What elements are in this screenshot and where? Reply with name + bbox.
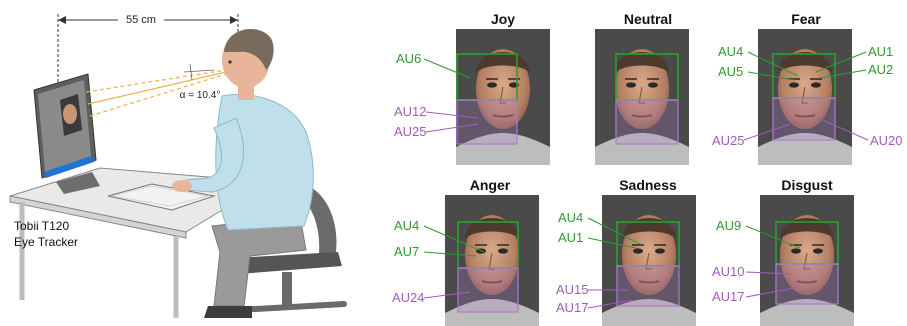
seated-person-illustration <box>172 28 314 318</box>
au-label: AU1 <box>558 230 583 245</box>
au-label: AU4 <box>718 44 743 59</box>
au-label: AU9 <box>716 218 741 233</box>
au-label: AU4 <box>558 210 583 225</box>
lower-face-box <box>775 263 839 305</box>
au-label: AU2 <box>868 62 893 77</box>
lower-face-box <box>456 99 518 145</box>
panel-title: Anger <box>470 177 511 193</box>
panel-title: Joy <box>491 11 515 27</box>
au-label: AU15 <box>556 282 589 297</box>
au-label: AU20 <box>870 133 903 148</box>
gaze-lines: α = 10.4° <box>85 63 227 117</box>
lower-face-box <box>616 265 680 307</box>
au-label: AU7 <box>394 244 419 259</box>
panel-sadness: Sadness AU4 AU1 AU15 AU17 <box>556 177 697 326</box>
panel-fear: Fear AU4 AU5 AU1 AU2 AU25 AU20 <box>712 11 903 166</box>
panel-title: Neutral <box>624 11 672 27</box>
au-label: AU25 <box>712 133 745 148</box>
au-label: AU6 <box>396 51 421 66</box>
face-photo <box>757 28 853 166</box>
tracker-label-line2: Eye Tracker <box>14 235 78 249</box>
angle-label: α = 10.4° <box>180 90 221 101</box>
panel-title: Fear <box>791 11 821 27</box>
panel-anger: Anger AU4 AU7 AU24 <box>392 177 540 326</box>
panel-disgust: Disgust AU9 AU10 AU17 <box>712 177 855 326</box>
au-label: AU4 <box>394 218 419 233</box>
distance-label: 55 cm <box>126 14 156 26</box>
tracker-label-line1: Tobii T120 <box>14 219 69 233</box>
lower-face-box <box>457 267 519 313</box>
panel-title: Sadness <box>619 177 677 193</box>
au-label: AU1 <box>868 44 893 59</box>
au-label: AU25 <box>394 124 427 139</box>
au-label: AU10 <box>712 264 745 279</box>
face-photo <box>594 28 690 166</box>
face-photo <box>759 194 855 326</box>
lower-face-box <box>615 99 679 145</box>
au-label: AU17 <box>556 300 589 315</box>
au-label: AU17 <box>712 289 745 304</box>
keyboard <box>107 183 216 211</box>
face-photo <box>455 28 551 166</box>
au-label: AU24 <box>392 290 425 305</box>
setup-illustration: 55 cm α = 10.4° <box>9 12 347 318</box>
panel-neutral: Neutral <box>594 11 690 166</box>
monitor-icon <box>33 73 100 194</box>
chair <box>234 186 347 313</box>
au-label: AU12 <box>394 104 427 119</box>
au-label: AU5 <box>718 64 743 79</box>
panel-joy: Joy AU6 AU12 AU25 <box>394 11 551 166</box>
lower-face-box <box>772 97 836 141</box>
panel-title: Disgust <box>781 177 833 193</box>
